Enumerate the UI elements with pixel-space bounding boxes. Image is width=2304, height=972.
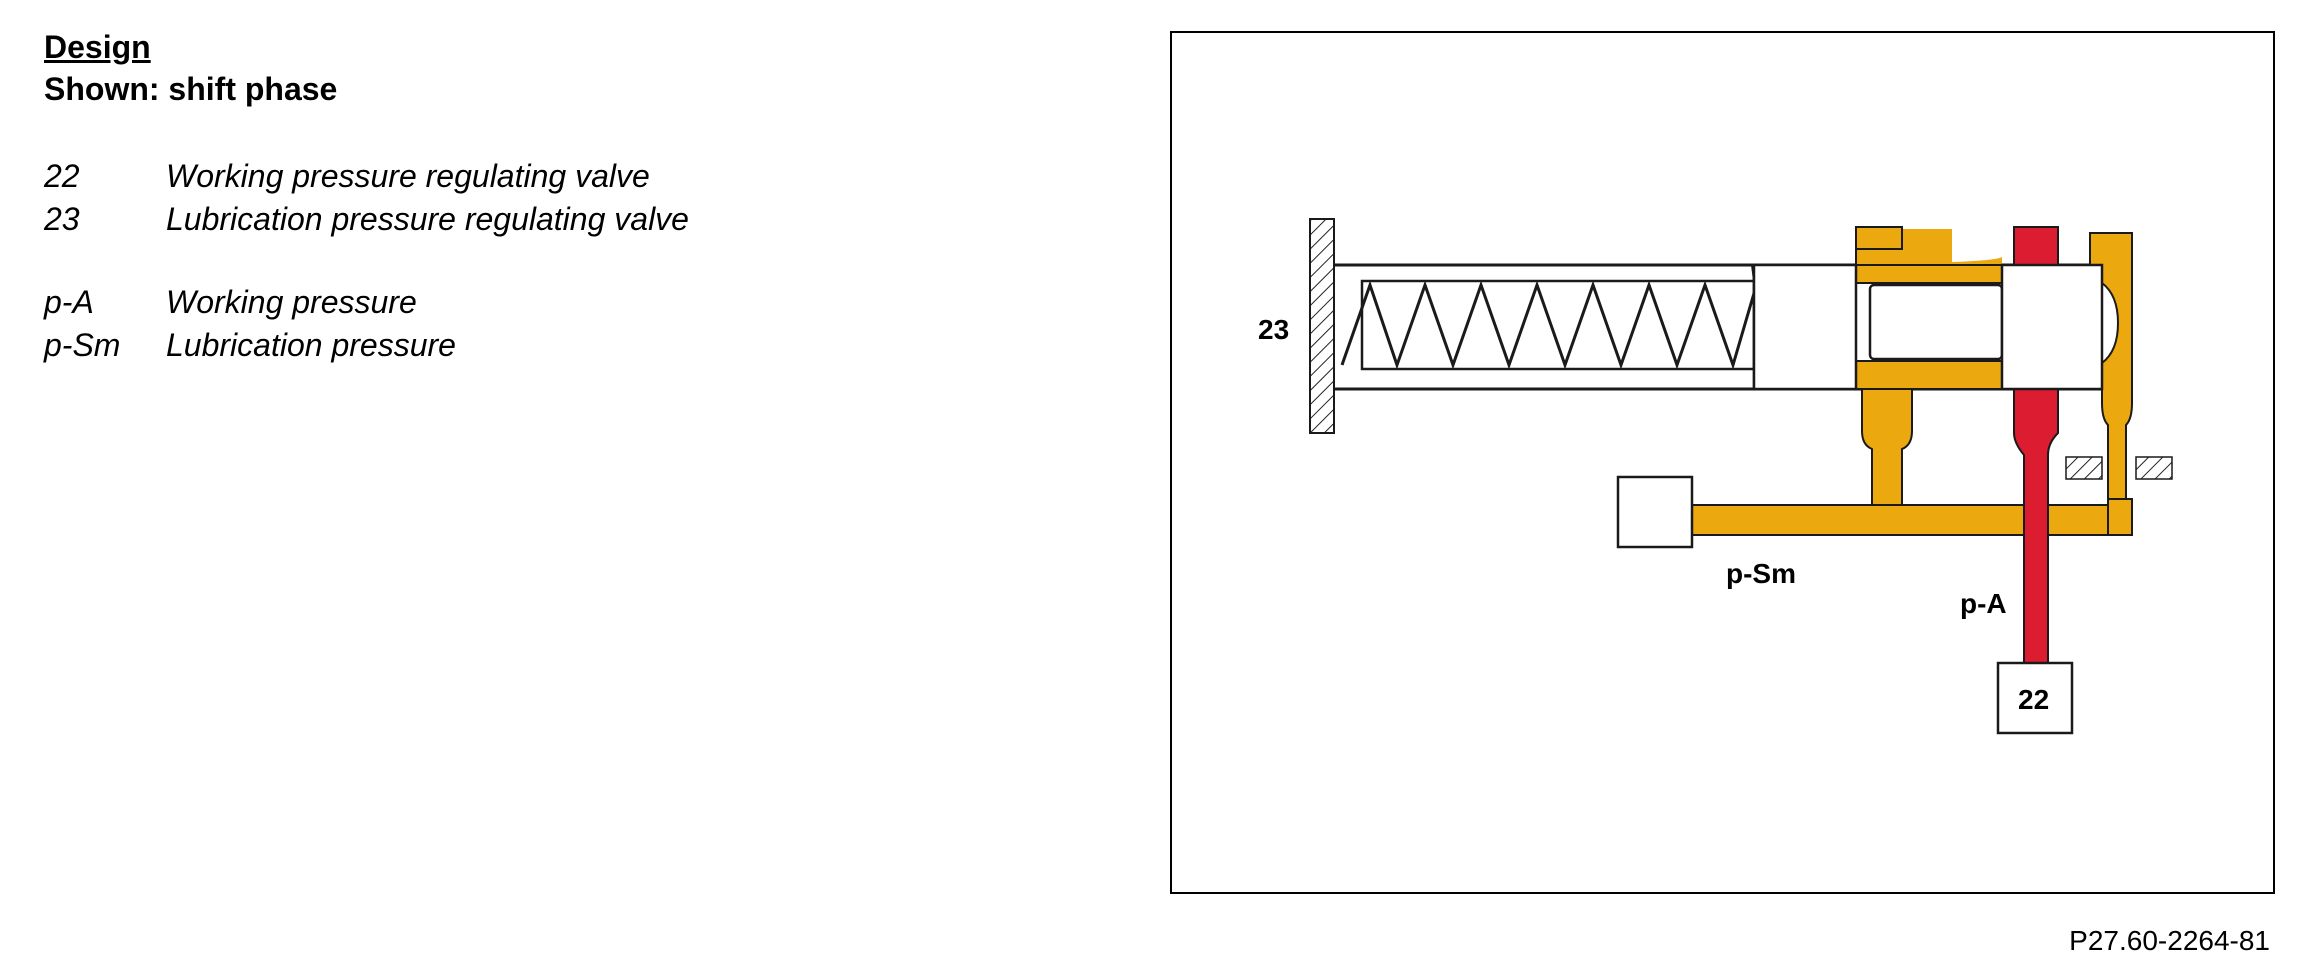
label-p-a: p-A: [1960, 588, 2007, 619]
lubrication-pressure-channel: [1673, 226, 2133, 536]
legend-text: Working pressure: [166, 284, 417, 320]
legend-item: p-Sm Lubrication pressure: [44, 324, 689, 367]
valve-schematic: 23 p-Sm p-A 22: [1258, 218, 2173, 735]
hydraulic-diagram: 23 p-Sm p-A 22: [1170, 31, 2275, 894]
legend-text: Lubrication pressure: [166, 327, 456, 363]
legend-item: 23 Lubrication pressure regulating valve: [44, 198, 689, 241]
label-valve-22: 22: [2018, 684, 2049, 715]
section-subtitle: Shown: shift phase: [44, 71, 338, 107]
legend-code: 22: [44, 158, 80, 194]
spring-icon: [1340, 280, 1759, 370]
valve22-box: [1996, 661, 2074, 735]
legend-item: 22 Working pressure regulating valve: [44, 155, 689, 198]
legend-code: 23: [44, 201, 80, 237]
figure-code: P27.60-2264-81: [2069, 925, 2270, 956]
legend-code: p-A: [44, 284, 94, 320]
label-valve-23: 23: [1258, 314, 1289, 345]
heading-block: Design Shown: shift phase: [44, 26, 337, 110]
housing-end-hatched: [1309, 218, 1335, 434]
lube-consumer-box: [1616, 475, 1694, 549]
seat-hatched: [2065, 456, 2173, 480]
legend-code: p-Sm: [44, 327, 121, 363]
legend: 22 Working pressure regulating valve 23 …: [44, 155, 689, 367]
legend-item: p-A Working pressure: [44, 281, 689, 324]
legend-text: Lubrication pressure regulating valve: [166, 201, 689, 237]
legend-text: Working pressure regulating valve: [166, 158, 650, 194]
spring-chamber: [1340, 264, 1759, 389]
valve-spool: [1752, 263, 2104, 391]
working-pressure-channel: [2013, 226, 2059, 664]
section-title: Design: [44, 29, 151, 65]
label-p-sm: p-Sm: [1726, 558, 1796, 589]
